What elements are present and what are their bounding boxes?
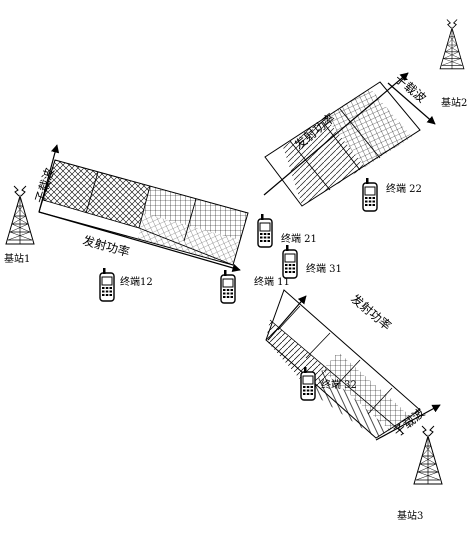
base-station-1-label: 基站1: [4, 252, 30, 265]
bs2-subcarrier-label: 子载波: [392, 72, 429, 106]
bs2-spectrum-band: [264, 81, 421, 207]
phone-icon: [257, 213, 273, 248]
terminal-22: 终端 22: [362, 177, 422, 212]
bs1-spectrum-band: [38, 159, 249, 266]
base-station-2-label: 基站2: [441, 96, 467, 109]
phone-icon: [282, 244, 298, 279]
tower-icon: [439, 19, 465, 70]
tower-icon: [5, 185, 35, 245]
terminal-32-label: 终端 32: [321, 378, 357, 391]
phone-icon: [300, 366, 316, 401]
terminal-12-label: 终端12: [120, 275, 153, 288]
phone-icon: [99, 267, 115, 302]
base-station-1-diagram: 子载波 发射功率 基站1: [4, 144, 249, 272]
terminal-31-label: 终端 31: [306, 262, 342, 275]
terminal-21: 终端 21: [257, 213, 317, 248]
terminal-21-label: 终端 21: [281, 232, 317, 245]
base-station-3-diagram: 发射功率 子载波 基站3: [265, 289, 443, 522]
terminal-11: 终端 11: [220, 269, 290, 304]
bs2-subcarrier-arrow: [263, 72, 409, 196]
tower-icon: [413, 425, 443, 485]
bs3-power-arrow: [267, 295, 307, 341]
terminal-22-label: 终端 22: [386, 182, 422, 195]
base-station-2-diagram: 子载波 发射功率 基站2: [263, 19, 467, 207]
base-station-3-label: 基站3: [397, 509, 423, 522]
terminal-31: 终端 31: [282, 244, 342, 279]
terminal-11-label: 终端 11: [254, 275, 290, 288]
bs3-power-label: 发射功率: [348, 291, 394, 333]
terminal-12: 终端12: [99, 267, 153, 302]
bs2-power-arrow: [387, 82, 436, 125]
bs1-power-arrow: [38, 211, 241, 272]
bs3-spectrum-band: [265, 289, 421, 439]
terminal-32: 终端 32: [300, 366, 357, 401]
bs3-subcarrier-arrow: [375, 404, 441, 441]
phone-icon: [362, 177, 378, 212]
phone-icon: [220, 269, 236, 304]
bs1-subcarrier-arrow: [38, 144, 60, 213]
